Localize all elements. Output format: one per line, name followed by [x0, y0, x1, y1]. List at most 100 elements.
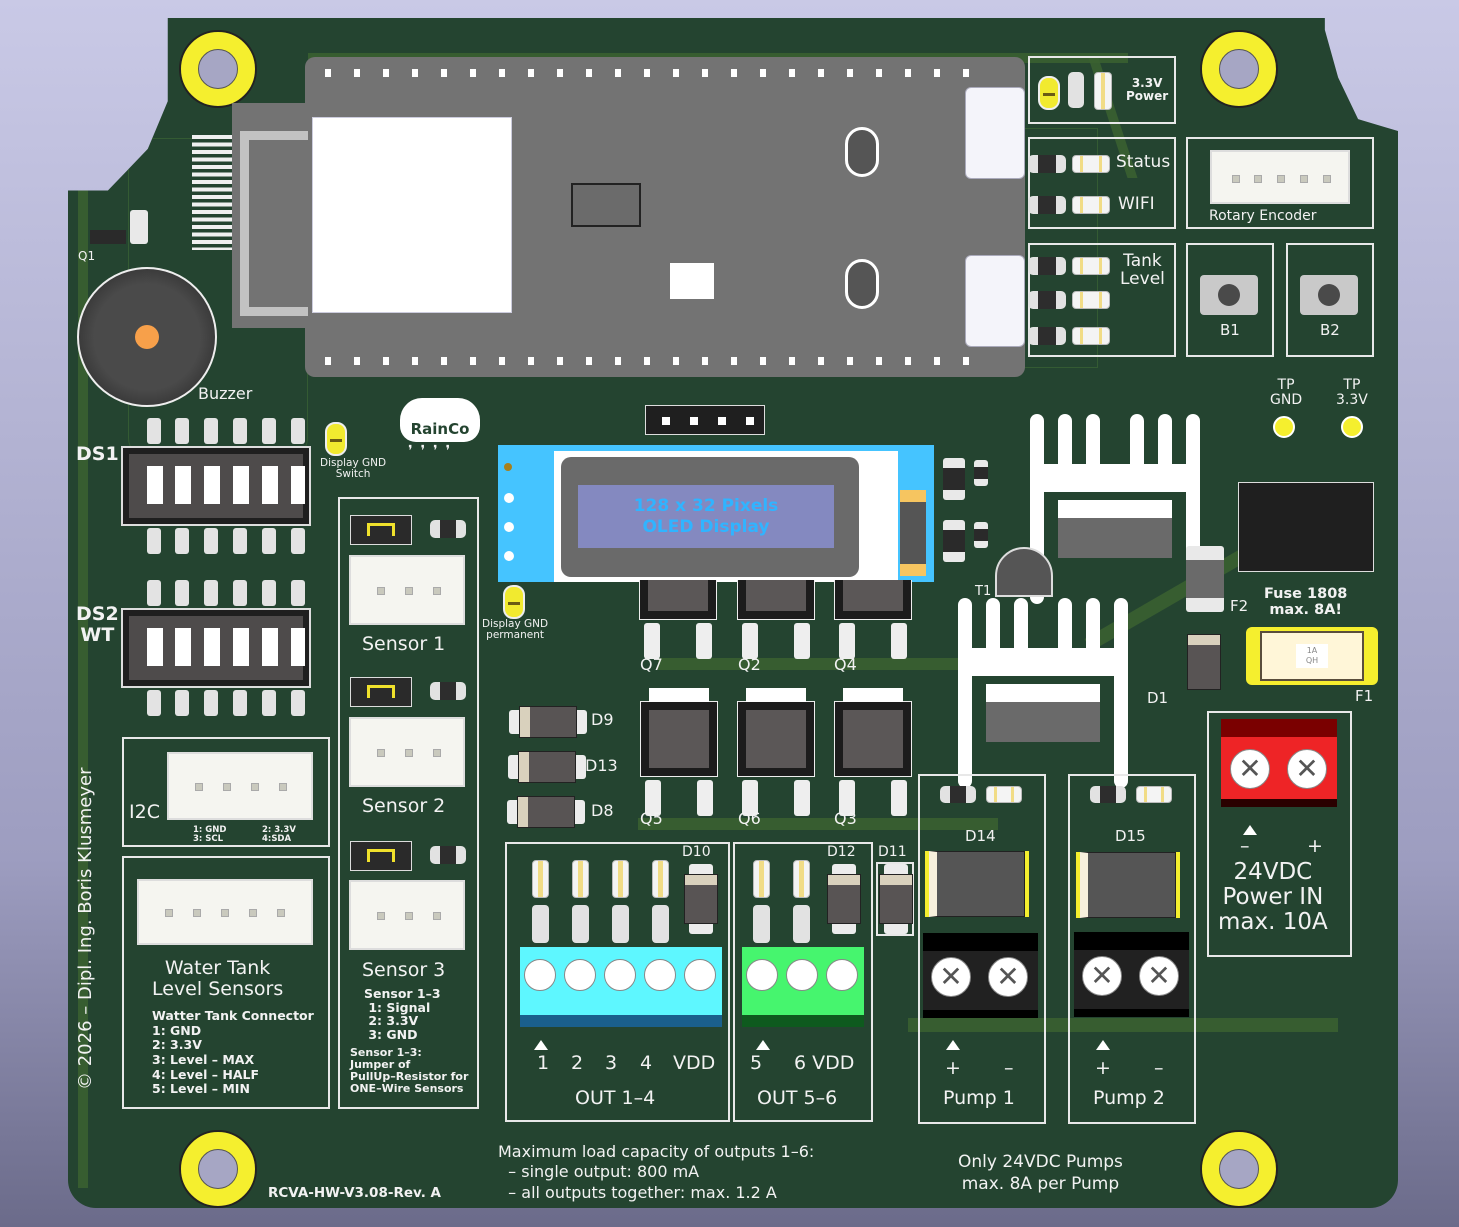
button-b1[interactable]	[1200, 275, 1258, 315]
resistor	[974, 522, 988, 548]
pin1-marker	[534, 1040, 548, 1050]
i2c-label: I2C	[129, 801, 160, 823]
resistor	[974, 460, 988, 486]
pin	[204, 690, 218, 716]
terminal-screw[interactable]	[524, 959, 556, 991]
sensor3-pullup-jumper[interactable]	[350, 841, 412, 871]
dip-toggle[interactable]	[262, 466, 278, 504]
resistor	[793, 905, 810, 943]
dip-toggle[interactable]	[147, 466, 163, 504]
sensor1-connector[interactable]	[349, 555, 465, 625]
button-b2[interactable]	[1300, 275, 1358, 315]
pin	[221, 908, 229, 917]
water-tank-connector[interactable]	[137, 879, 313, 945]
test-point-gnd[interactable]	[1273, 416, 1295, 438]
pump1-plus: +	[945, 1057, 961, 1079]
pin	[696, 623, 712, 659]
pin	[405, 911, 413, 920]
f1-label: F1	[1355, 687, 1374, 705]
test-point-3v3[interactable]	[1341, 416, 1363, 438]
usb-port[interactable]	[965, 87, 1025, 179]
pin	[697, 780, 713, 816]
sensor2-pullup-jumper[interactable]	[350, 677, 412, 707]
d11-label: D11	[878, 844, 907, 860]
terminal-block-out14[interactable]	[520, 947, 722, 1027]
fin	[958, 658, 972, 788]
heatsink-bar	[1030, 464, 1200, 492]
display-gnd-switch-jumper[interactable]	[325, 422, 347, 456]
out14-pin-4: 4	[640, 1052, 653, 1074]
d14-label: D14	[965, 827, 996, 845]
fuse-f1[interactable]: 1A QH	[1246, 627, 1378, 685]
status-led	[1072, 155, 1110, 173]
pump2-section	[1068, 774, 1196, 1124]
dip-toggle[interactable]	[291, 628, 305, 666]
load-capacity-note: Maximum load capacity of outputs 1–6: – …	[498, 1142, 815, 1202]
rotary-encoder-connector[interactable]	[1210, 150, 1350, 204]
i2c-pins-left: 1: GND 3: SCL	[193, 825, 227, 845]
pin1-marker	[756, 1040, 770, 1050]
terminal-screw[interactable]: ✕	[1139, 956, 1179, 996]
q1-label: Q1	[78, 249, 96, 263]
terminal-screw[interactable]: ✕	[1230, 749, 1270, 789]
pin	[279, 782, 287, 791]
terminal-screw[interactable]: ✕	[1287, 749, 1327, 789]
sensor1-pullup-jumper[interactable]	[350, 515, 412, 545]
dip-toggle[interactable]	[204, 628, 220, 666]
sensor-note: Sensor 1–3: Jumper of PullUp–Resistor fo…	[350, 1046, 469, 1095]
sensor2-connector[interactable]	[349, 717, 465, 787]
i2c-connector[interactable]	[167, 752, 313, 820]
sensor3-connector[interactable]	[349, 880, 465, 950]
rotary-encoder-label: Rotary Encoder	[1209, 208, 1317, 224]
terminal-screw[interactable]: ✕	[1082, 956, 1122, 996]
pin	[233, 580, 247, 606]
reset-button[interactable]	[845, 259, 879, 309]
power-in-label: 24VDC Power IN max. 10A	[1218, 859, 1328, 935]
button-b2-section	[1286, 243, 1374, 357]
terminal-screw[interactable]	[604, 959, 636, 991]
dip-toggle[interactable]	[233, 628, 249, 666]
header-pins-top	[325, 69, 985, 77]
terminal-block-power-in[interactable]: ✕ ✕	[1221, 719, 1337, 807]
pin	[165, 908, 173, 917]
pin	[233, 528, 247, 554]
terminal-block-pump2[interactable]: ✕ ✕	[1074, 932, 1189, 1017]
usb-port[interactable]	[965, 255, 1025, 347]
dip-toggle[interactable]	[204, 466, 220, 504]
display-gnd-permanent-jumper[interactable]	[503, 585, 525, 619]
power-jumper[interactable]	[1038, 76, 1060, 110]
dip-toggle[interactable]	[175, 466, 191, 504]
d9-label: D9	[591, 710, 614, 729]
d13-label: D13	[585, 756, 618, 775]
dip-toggle[interactable]	[291, 466, 305, 504]
wifi-led	[1072, 196, 1110, 214]
dip-switch-ds1[interactable]	[121, 418, 311, 554]
oled-pin	[504, 493, 514, 503]
terminal-block-out56[interactable]	[742, 947, 864, 1027]
logo-text: RainCo	[410, 420, 470, 438]
pin	[1323, 174, 1331, 183]
dip-toggle[interactable]	[262, 628, 278, 666]
terminal-screw[interactable]	[786, 959, 818, 991]
terminal-block-pump1[interactable]: ✕ ✕	[923, 933, 1038, 1018]
mosfet-q5	[640, 688, 718, 816]
terminal-screw[interactable]: ✕	[988, 957, 1028, 997]
terminal-screw[interactable]: ✕	[931, 957, 971, 997]
pin	[1300, 174, 1308, 183]
terminal-screw[interactable]	[684, 959, 716, 991]
terminal-screw[interactable]	[746, 959, 778, 991]
dip-toggle[interactable]	[147, 628, 163, 666]
t1-label: T1	[975, 584, 992, 599]
terminal-screw[interactable]	[826, 959, 858, 991]
terminal-screw[interactable]	[644, 959, 676, 991]
pin	[147, 580, 161, 606]
terminal-screw[interactable]	[564, 959, 596, 991]
resistor	[612, 905, 629, 943]
dip-toggle[interactable]	[233, 466, 249, 504]
pin	[742, 780, 758, 816]
boot-button[interactable]	[845, 127, 879, 177]
dip-switch-ds2[interactable]	[121, 580, 311, 716]
pin1-marker	[1096, 1040, 1110, 1050]
pump-note: Only 24VDC Pumps max. 8A per Pump	[958, 1152, 1123, 1194]
dip-toggle[interactable]	[175, 628, 191, 666]
